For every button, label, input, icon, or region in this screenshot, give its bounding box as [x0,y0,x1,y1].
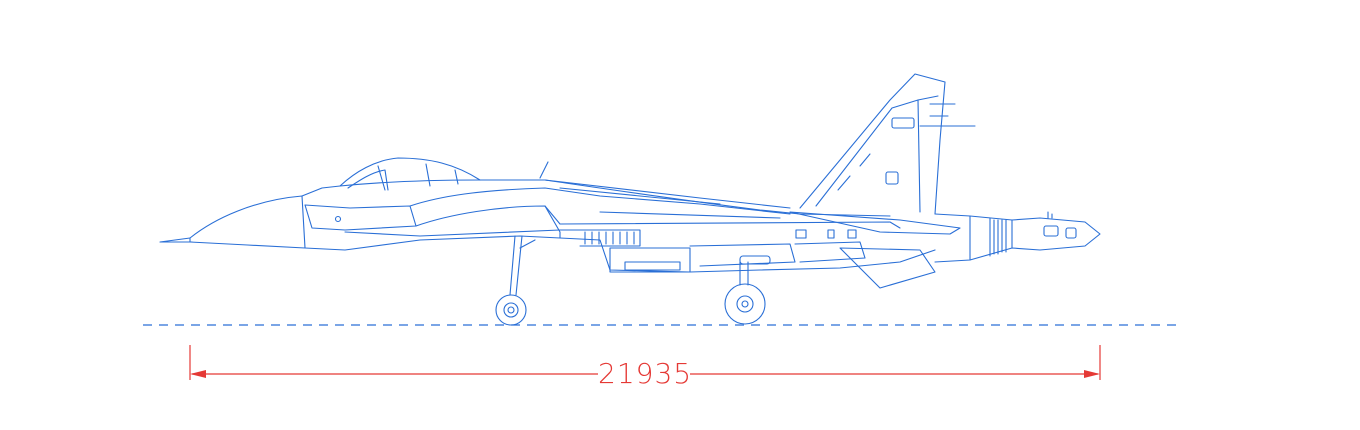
tail-cone-antenna [1047,211,1053,219]
tail-cone-panel-2 [1065,227,1077,239]
spine-line-2 [559,187,721,205]
rudder-line [917,95,939,101]
nose-probe [159,237,193,243]
tail-dash-2 [859,153,871,167]
tail-inner-line [815,99,921,213]
main-wheel-hub [736,295,754,313]
cockpit-side-panel [304,204,417,231]
weapon-bay-grille [584,231,635,245]
intake-ramp [415,205,561,227]
dorsal-antenna [539,161,549,179]
nozzle-petals [993,219,1007,255]
fuselage-lower-line [304,235,936,273]
wing-root [559,221,901,229]
intake-lip [544,205,561,239]
tail-panel [891,117,915,129]
aircraft-outline [159,73,1101,326]
nose-gear-strut [509,235,536,296]
dimension-arrow-right [1084,370,1100,378]
dimension-arrow-left [190,370,206,378]
horizontal-stabilizer [789,211,961,235]
intake-lower [344,229,621,237]
canopy-frame-1 [377,165,386,191]
spine-line-3 [599,211,781,219]
radome [189,195,306,249]
small-hatch-2 [827,229,835,239]
nose-wheel [495,294,527,326]
belly-fairing [609,247,691,273]
small-hatch-1 [795,229,807,239]
lower-pylon [739,255,771,265]
main-wheel-center [741,300,749,308]
tail-cone-panel-1 [1043,225,1059,237]
belly-grille [624,261,681,271]
canopy-inner [347,169,389,191]
dimension-length-label: 21935 [598,356,693,392]
spine-line-1 [544,179,791,209]
vertical-tail [799,73,946,215]
ventral-fin [839,247,936,289]
tail-panel-2 [885,171,899,185]
tail-dash-1 [837,175,851,191]
lower-panel-1 [689,243,796,267]
main-wheel [724,283,766,325]
nose-wheel-hub [503,302,519,318]
lerx [409,187,791,215]
canopy-frame-2 [425,163,431,187]
lower-panel-2 [794,241,866,263]
main-gear-strut [739,261,749,286]
tail-tip-antenna [919,103,976,127]
small-hatch-3 [847,229,857,239]
canopy [339,157,481,187]
nose-wheel-center [507,306,515,314]
canopy-frame-3 [454,169,459,185]
side-rivet [334,215,342,223]
weapon-bay-upper [579,229,641,247]
